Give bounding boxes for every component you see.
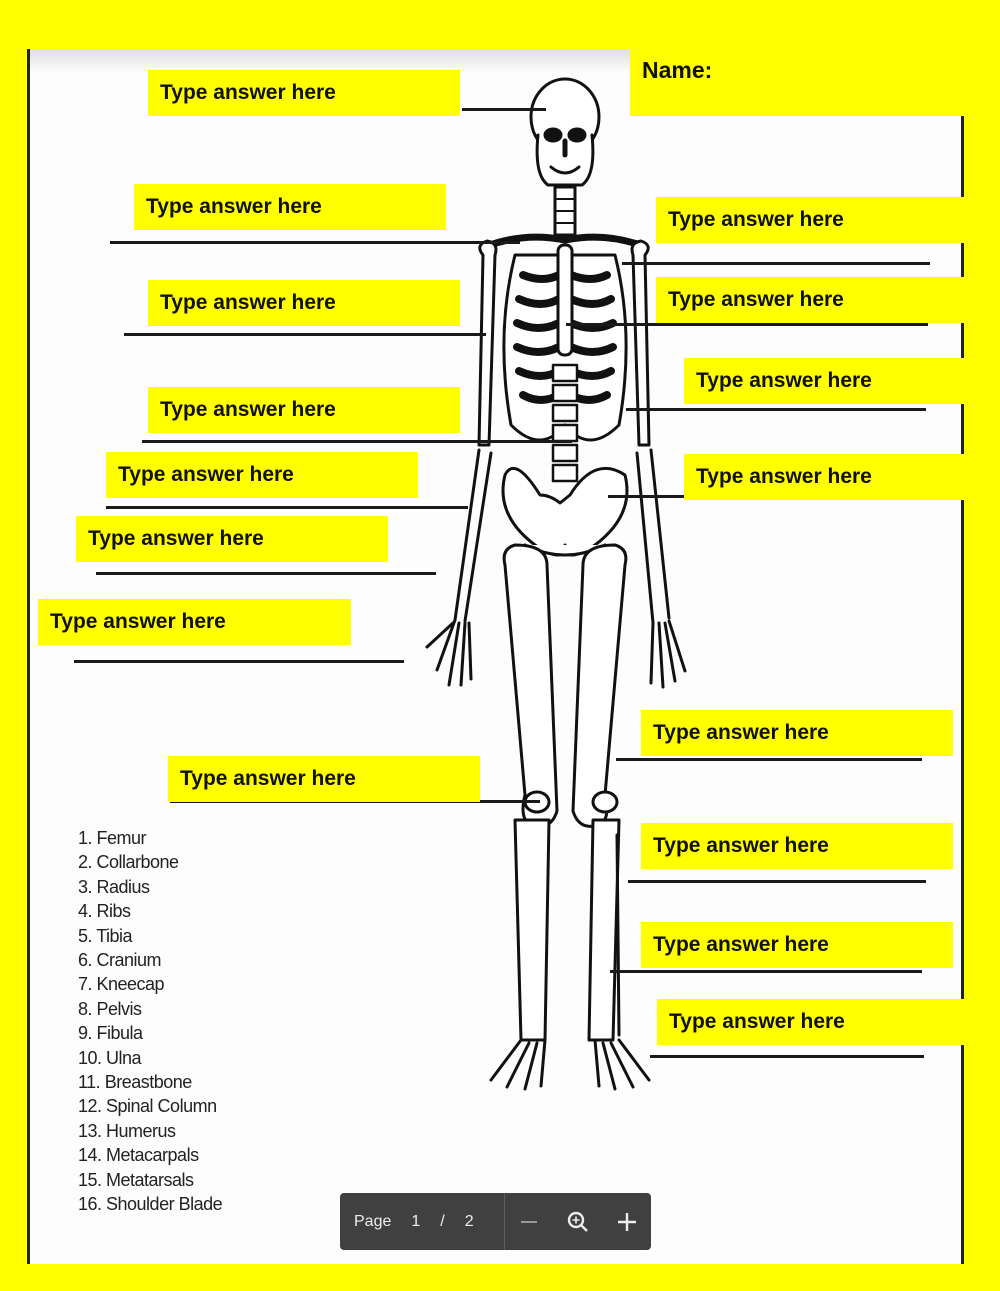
bone-list-item: 4. Ribs (78, 901, 131, 922)
page-separator: / (440, 1212, 445, 1230)
leader-line-3 (124, 333, 486, 336)
answer-box-13[interactable] (641, 710, 953, 756)
answer-box-12[interactable] (684, 454, 966, 500)
answer-input-5[interactable] (118, 463, 418, 487)
answer-box-4[interactable] (148, 387, 460, 433)
skeleton-diagram (425, 77, 687, 1091)
pdf-page-toolbar: Page 1 / 2 (340, 1193, 651, 1250)
bone-list-item: 14. Metacarpals (78, 1145, 199, 1166)
bone-list-item: 8. Pelvis (78, 998, 142, 1019)
answer-input-11[interactable] (696, 369, 966, 393)
plus-icon (617, 1212, 636, 1231)
bone-list-item: 10. Ulna (78, 1047, 142, 1068)
bone-list-item: 6. Cranium (78, 950, 162, 971)
answer-box-2[interactable] (134, 184, 446, 230)
bone-list-item: 9. Fibula (78, 1023, 143, 1044)
zoom-out-button[interactable] (511, 1204, 547, 1240)
answer-input-2[interactable] (146, 195, 446, 219)
leader-line-10 (566, 323, 928, 326)
leader-line-4 (142, 440, 572, 443)
zoom-in-button[interactable] (609, 1204, 645, 1240)
minus-icon (521, 1220, 538, 1223)
answer-box-5[interactable] (106, 452, 418, 498)
bone-list-item: 13. Humerus (78, 1120, 176, 1141)
name-label: Name: (642, 57, 713, 83)
answer-input-8[interactable] (180, 767, 480, 791)
name-field-box[interactable]: Name: (630, 49, 964, 116)
page-label: Page (354, 1212, 392, 1230)
answer-box-1[interactable] (148, 70, 460, 116)
answer-input-16[interactable] (669, 1010, 967, 1034)
answer-box-3[interactable] (148, 280, 460, 326)
leader-line-13 (616, 758, 922, 761)
leader-line-6 (96, 572, 436, 575)
bone-list-item: 7. Kneecap (78, 974, 165, 995)
bone-list-item: 12. Spinal Column (78, 1096, 217, 1117)
bone-list-item: 3. Radius (78, 876, 150, 897)
current-page[interactable]: 1 (411, 1212, 421, 1230)
page-top-shadow (30, 49, 630, 73)
magnifier-plus-icon (567, 1211, 588, 1232)
answer-input-1[interactable] (160, 81, 460, 105)
bone-list-item: 11. Breastbone (78, 1072, 192, 1093)
zoom-reset-button[interactable] (560, 1204, 596, 1240)
answer-box-16[interactable] (657, 999, 967, 1045)
leader-line-2 (110, 241, 520, 244)
answer-input-10[interactable] (668, 288, 966, 312)
answer-input-14[interactable] (653, 834, 953, 858)
answer-input-9[interactable] (668, 208, 966, 232)
answer-box-14[interactable] (641, 823, 953, 869)
answer-input-15[interactable] (653, 933, 953, 957)
answer-input-7[interactable] (50, 610, 351, 634)
answer-box-6[interactable] (76, 516, 388, 562)
leader-line-14 (628, 880, 926, 883)
leader-line-1 (462, 108, 546, 111)
answer-box-11[interactable] (684, 358, 966, 404)
bone-list-item: 5. Tibia (78, 925, 133, 946)
leader-line-9 (622, 262, 930, 265)
leader-line-15 (610, 970, 922, 973)
answer-box-9[interactable] (656, 197, 966, 243)
leader-line-11 (626, 408, 926, 411)
answer-box-7[interactable] (38, 599, 351, 645)
leader-line-5 (106, 506, 468, 509)
bone-list-item: 1. Femur (78, 828, 147, 848)
answer-input-13[interactable] (653, 721, 953, 745)
bone-word-bank: 1. Femur 2. Collarbone 3. Radius 4. Ribs… (78, 826, 223, 1217)
answer-input-12[interactable] (696, 465, 966, 489)
answer-input-6[interactable] (88, 527, 388, 551)
answer-box-8[interactable] (168, 756, 480, 802)
bone-list-item: 2. Collarbone (78, 852, 179, 873)
answer-box-15[interactable] (641, 922, 953, 968)
leader-line-7 (74, 660, 404, 663)
bone-list-item: 16. Shoulder Blade (78, 1194, 223, 1215)
page-indicator: Page 1 / 2 (340, 1193, 505, 1250)
bone-list-item: 15. Metatarsals (78, 1169, 194, 1190)
answer-input-4[interactable] (160, 398, 460, 422)
answer-input-3[interactable] (160, 291, 460, 315)
total-pages: 2 (464, 1212, 474, 1230)
leader-line-12 (608, 495, 688, 498)
leader-line-16 (650, 1055, 924, 1058)
name-input[interactable] (724, 61, 925, 84)
answer-box-10[interactable] (656, 277, 966, 323)
